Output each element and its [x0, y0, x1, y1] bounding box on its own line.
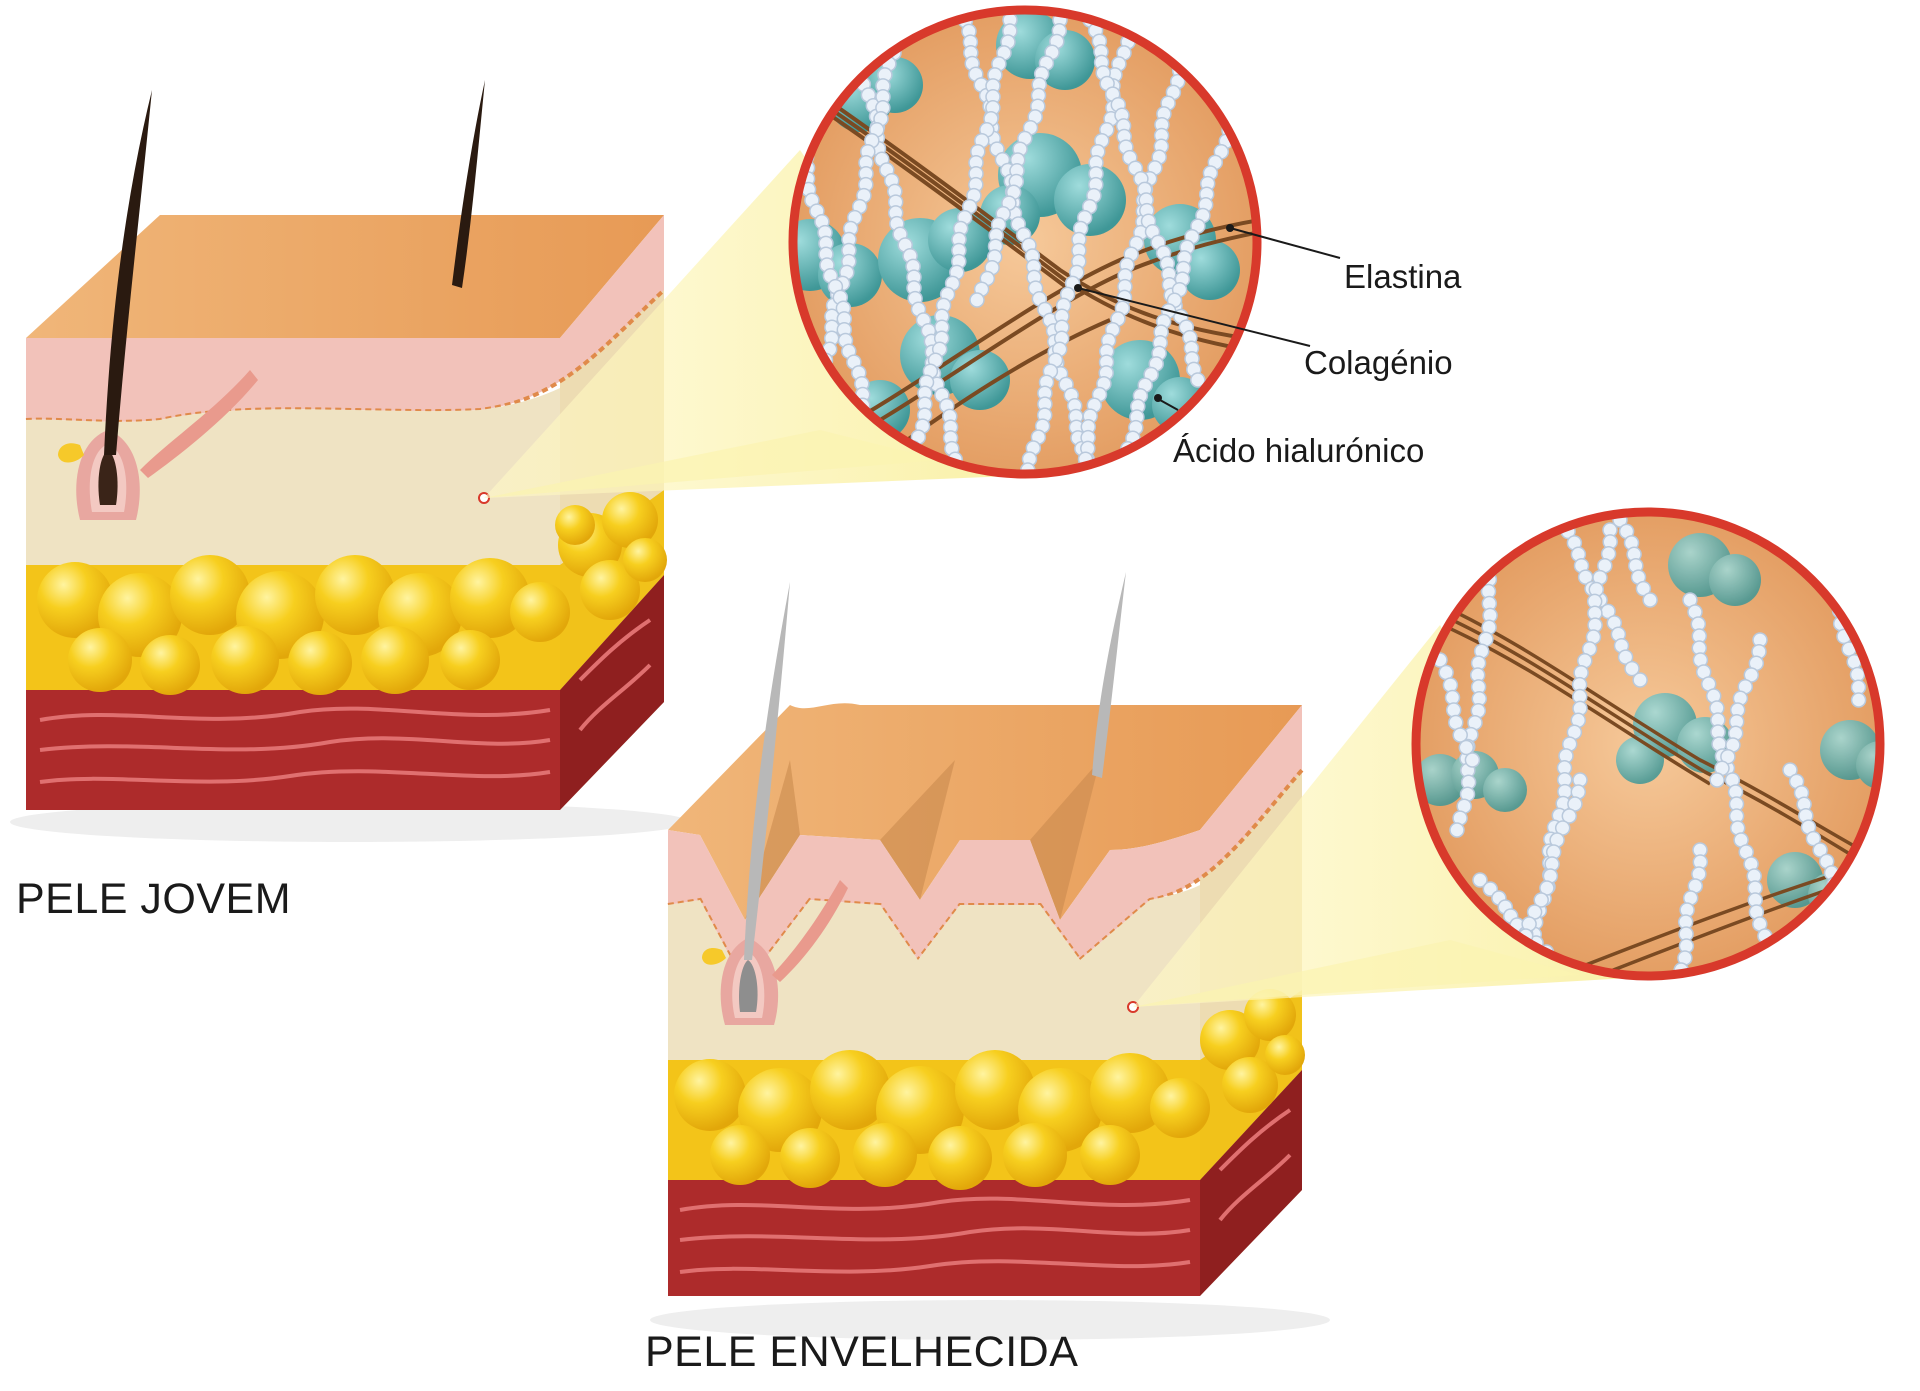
label-leader-lines: [1077, 227, 1341, 411]
elastin-bead: [1812, 842, 1828, 858]
elastin-bead: [1827, 564, 1843, 581]
aged-hyaluronic-clusters: [1416, 533, 1880, 917]
young-top-surface: [26, 215, 664, 338]
young-hair-follicle: [58, 90, 258, 520]
elastin-bead: [1624, 660, 1640, 677]
young-hair-shaft: [104, 90, 152, 455]
young-skin-caption: PELE JOVEM: [16, 875, 292, 923]
elastin-bead: [969, 292, 985, 308]
elastin-bead: [1492, 512, 1508, 528]
elastin-bead: [1190, 372, 1206, 388]
aged-basement-line: [667, 768, 1304, 989]
young-dermis: [26, 388, 560, 565]
elastin-bead: [1805, 830, 1822, 847]
aged-arrector-muscle: [772, 880, 848, 982]
elastin-bead: [1493, 524, 1509, 540]
aged-top-surface: [668, 703, 1302, 920]
elastin-bead: [793, 84, 797, 101]
young-skin-block: [10, 80, 690, 842]
aged-sebaceous-gland: [702, 947, 726, 965]
block-shadow: [650, 1300, 1330, 1340]
elastin-bead: [793, 127, 807, 144]
elastin-bead: [1122, 12, 1138, 28]
aged-side-muscle: [1200, 1070, 1302, 1296]
elastin-bead: [773, 53, 787, 67]
elastin-bead: [1617, 649, 1634, 665]
young-fat-lobules: [37, 492, 667, 695]
label-dots: [1074, 224, 1234, 402]
elastin-bead: [1445, 702, 1462, 718]
elastin-bead: [793, 95, 797, 111]
aged-wrinkle-shade: [745, 760, 1100, 920]
elastin-bead: [850, 33, 866, 50]
elastin-bead: [1765, 952, 1781, 968]
block-shadow: [10, 802, 690, 842]
elastin-bead: [1533, 892, 1549, 908]
elastin-bead: [1782, 762, 1798, 778]
elastin-bead: [892, 23, 908, 39]
aged-fat-lobules: [674, 989, 1305, 1190]
elastin-bead: [1452, 727, 1468, 743]
elastin-bead: [793, 106, 798, 122]
elastin-bead: [1849, 666, 1866, 683]
aged-hair-shaft: [744, 582, 790, 960]
aged-skin-caption: PELE ENVELHECIDA: [645, 1328, 1079, 1376]
elastin-bead: [1709, 772, 1725, 788]
elastin-bead: [1109, 462, 1125, 474]
elastin-label: Elastina: [1344, 258, 1462, 295]
young-epidermis: [26, 215, 664, 422]
elastin-bead: [1632, 672, 1648, 688]
young-top-hair: [452, 80, 485, 288]
hyaluronic-label: Ácido hialurónico: [1173, 432, 1425, 469]
elastin-bead: [1850, 692, 1867, 708]
elastin-bead: [1492, 536, 1508, 552]
young-arrector-muscle: [140, 370, 258, 478]
elastin-bead: [1442, 677, 1459, 693]
aged-top-hair: [1092, 572, 1126, 778]
young-elastin-chains: [773, 10, 1238, 474]
aged-zoom-circle: [1411, 507, 1885, 981]
elastin-bead: [1458, 739, 1475, 756]
aged-epidermis: [668, 705, 1302, 985]
elastin-bead: [851, 55, 867, 71]
aged-muscle-striations: [679, 1108, 1292, 1274]
young-side-muscle: [560, 575, 664, 810]
young-collagen-fibers: [818, 93, 1257, 462]
elastin-bead: [793, 73, 796, 90]
young-muscle-striations: [39, 618, 652, 784]
elastin-bead: [1822, 552, 1838, 568]
elastin-bead: [778, 64, 792, 78]
elastin-bead: [1830, 577, 1847, 594]
elastin-bead: [842, 12, 858, 28]
elastin-bead: [1464, 752, 1481, 768]
elastin-bead: [1642, 592, 1658, 608]
aged-dermis: [668, 885, 1200, 1060]
young-muscle-layer: [26, 690, 560, 810]
aged-zoom-cone-lower: [1133, 940, 1580, 1007]
elastin-bead: [1830, 899, 1847, 915]
elastin-bead: [1835, 910, 1852, 927]
aged-skin-block: [650, 572, 1330, 1340]
elastin-bead: [793, 116, 802, 133]
elastin-bead: [892, 12, 908, 28]
young-zoom-content: [773, 10, 1257, 474]
young-zoom-circle: [773, 5, 1262, 479]
elastin-bead: [847, 22, 863, 39]
elastin-bead: [1635, 580, 1652, 597]
collagen-label: Colagénio: [1304, 344, 1453, 381]
elastin-bead: [851, 44, 867, 60]
elastin-bead: [1449, 822, 1465, 838]
young-zoom-cone-lower: [484, 430, 940, 498]
young-sebaceous-gland: [58, 443, 84, 463]
aged-hair-follicle: [702, 582, 848, 1025]
elastin-bead: [1842, 922, 1858, 938]
elastin-bead: [1561, 808, 1578, 824]
elastin-bead: [1850, 679, 1867, 696]
elastin-bead: [1472, 872, 1488, 888]
